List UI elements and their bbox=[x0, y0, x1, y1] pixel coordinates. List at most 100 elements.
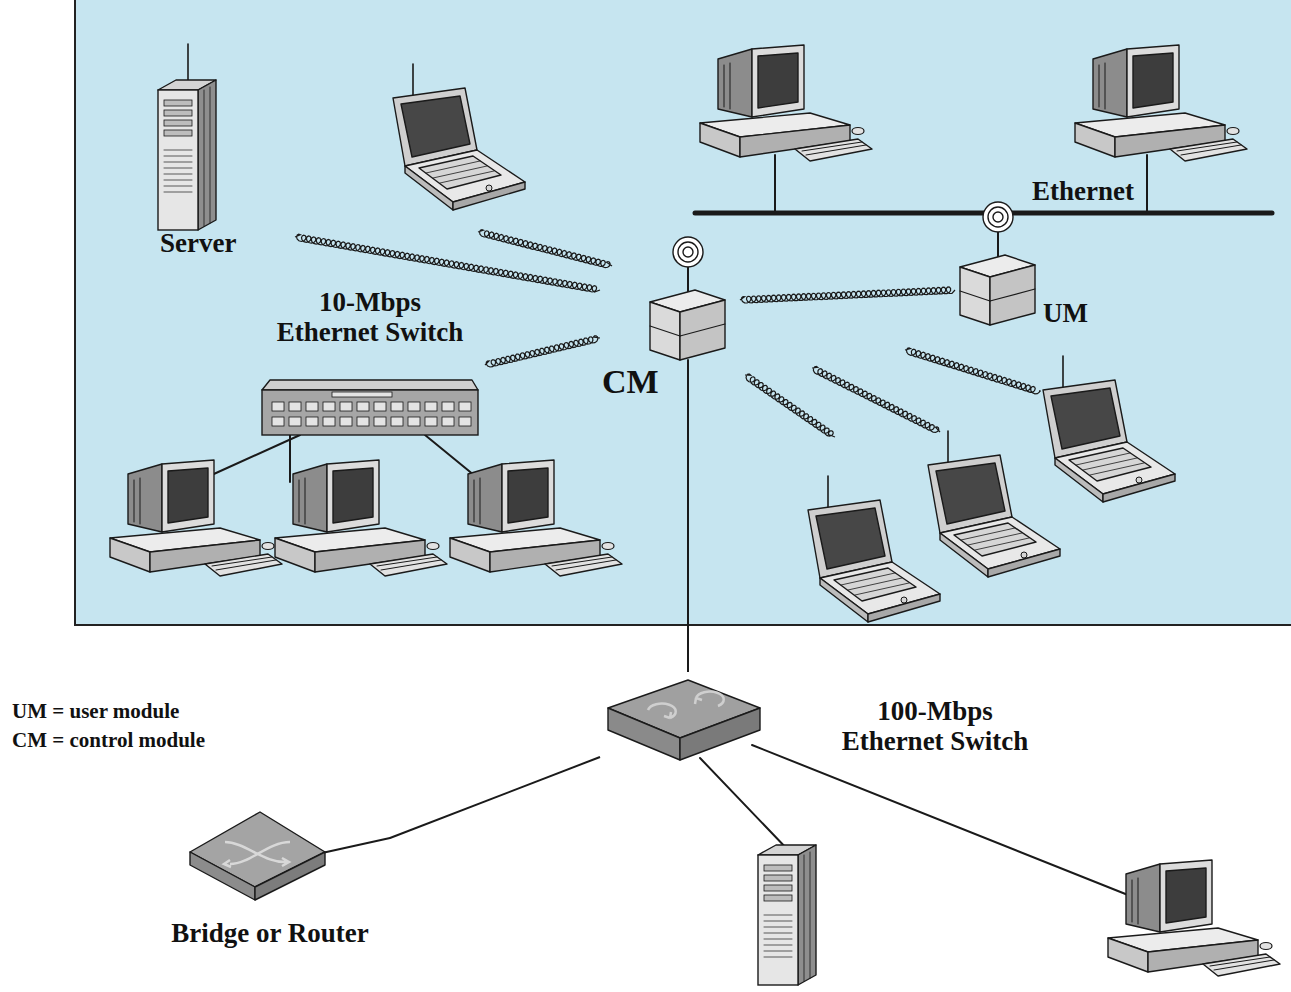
switch-port bbox=[340, 402, 352, 411]
device-label: UM bbox=[1043, 298, 1088, 328]
wireless-link bbox=[812, 366, 940, 432]
shape-face bbox=[936, 463, 1005, 524]
laptop-computer bbox=[808, 476, 940, 622]
shape-face bbox=[255, 852, 325, 900]
shape-face bbox=[680, 708, 760, 760]
shape-face bbox=[545, 554, 622, 576]
router-arrow-symbol bbox=[224, 842, 290, 867]
vent-line bbox=[164, 156, 192, 157]
keyboard-keys bbox=[426, 161, 480, 173]
keyboard-keys bbox=[806, 145, 866, 155]
wire bbox=[700, 758, 790, 852]
shape-face bbox=[502, 460, 554, 532]
mouse bbox=[852, 128, 864, 135]
vent-line bbox=[164, 168, 192, 169]
switch-port bbox=[323, 417, 335, 426]
vent-line bbox=[164, 150, 192, 151]
keyboard-keys bbox=[440, 171, 494, 183]
switch-front bbox=[262, 390, 478, 435]
switch-port bbox=[357, 402, 369, 411]
module-seam bbox=[680, 324, 725, 336]
shape-face bbox=[262, 380, 478, 390]
ethernet-switch-100 bbox=[608, 680, 760, 760]
network-label: Ethernet bbox=[1030, 176, 1136, 206]
device-label: Server bbox=[160, 228, 236, 258]
antenna-dish bbox=[993, 212, 1003, 222]
device-node: Server bbox=[150, 40, 295, 272]
drive-bay bbox=[764, 885, 792, 891]
drive-bay bbox=[764, 865, 792, 871]
desktop-computer bbox=[1075, 45, 1247, 161]
device-label: Bridge or Router bbox=[171, 918, 368, 948]
device-label: CM bbox=[602, 363, 659, 401]
keyboard-keys bbox=[975, 538, 1029, 550]
shape-face bbox=[988, 549, 1060, 577]
wireless-link bbox=[905, 348, 1040, 394]
shape-face bbox=[990, 265, 1035, 325]
legend-note: CM = control module bbox=[12, 729, 205, 753]
vent-line bbox=[164, 174, 192, 175]
side-detail bbox=[210, 87, 211, 223]
switch-port bbox=[323, 402, 335, 411]
antenna bbox=[412, 64, 414, 96]
keyboard-keys bbox=[552, 557, 612, 566]
laptop-computer bbox=[393, 64, 525, 210]
vent-line bbox=[764, 945, 792, 946]
switch-port bbox=[425, 417, 437, 426]
switch-port bbox=[340, 417, 352, 426]
laptop-computer bbox=[928, 431, 1060, 577]
side-detail bbox=[204, 90, 205, 226]
shape-face bbox=[205, 554, 282, 576]
server-front bbox=[758, 855, 798, 985]
monitor-detail bbox=[480, 478, 481, 524]
module-seam bbox=[960, 291, 990, 301]
keyboard-keys bbox=[1181, 145, 1241, 155]
shape-face bbox=[816, 508, 885, 569]
switch-port bbox=[442, 417, 454, 426]
monitor-detail bbox=[305, 478, 306, 524]
antenna-dish bbox=[678, 242, 698, 262]
device-node: 10-Mbps Ethernet Switch bbox=[255, 283, 485, 443]
server-tower bbox=[758, 845, 816, 985]
mouse bbox=[427, 543, 439, 550]
server-front bbox=[158, 90, 198, 230]
device-label: 100-Mbps Ethernet Switch bbox=[841, 696, 1029, 756]
vent-line bbox=[764, 915, 792, 916]
wireless-link bbox=[295, 234, 600, 292]
shape-face bbox=[718, 49, 752, 117]
desktop-computer bbox=[110, 460, 282, 576]
monitor-detail bbox=[1099, 65, 1100, 107]
keyboard-keys bbox=[1177, 142, 1237, 151]
keyboard-keys bbox=[848, 578, 902, 590]
shape-face bbox=[752, 45, 804, 117]
shape-face bbox=[1166, 868, 1206, 923]
switch-port bbox=[425, 402, 437, 411]
shape-face bbox=[168, 468, 208, 523]
wireless-lan-region bbox=[75, 0, 1291, 625]
shape-face bbox=[468, 464, 502, 532]
vent-line bbox=[164, 180, 192, 181]
wire bbox=[322, 838, 390, 853]
vent-line bbox=[764, 951, 792, 952]
shape-face bbox=[834, 568, 916, 601]
keyboard-keys bbox=[216, 560, 276, 570]
trackpad bbox=[1136, 477, 1142, 483]
module-seam bbox=[990, 289, 1035, 301]
shape-face bbox=[162, 460, 214, 532]
keyboard-keys bbox=[212, 557, 272, 566]
mouse bbox=[1227, 128, 1239, 135]
shape-face bbox=[795, 139, 872, 161]
shape-face bbox=[758, 53, 798, 108]
switch-port bbox=[391, 417, 403, 426]
keyboard-keys bbox=[1083, 458, 1137, 470]
shape-face bbox=[1075, 123, 1115, 157]
trackpad bbox=[486, 185, 492, 191]
shape-face bbox=[960, 267, 990, 325]
monitor-detail bbox=[474, 480, 475, 522]
vent-line bbox=[164, 162, 192, 163]
antenna bbox=[187, 44, 189, 80]
shape-face bbox=[954, 523, 1036, 556]
antenna-dish bbox=[673, 237, 703, 267]
shape-face bbox=[1203, 954, 1280, 976]
